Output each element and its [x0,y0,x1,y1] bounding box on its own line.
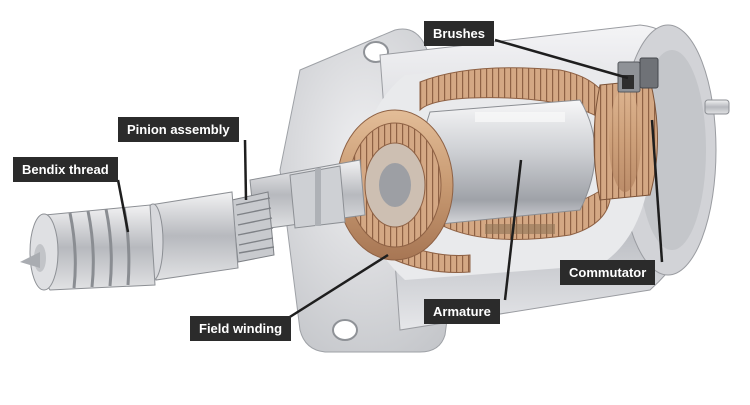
label-brushes: Brushes [424,21,495,46]
leader-commutator [650,119,664,263]
leader-armature [503,159,523,301]
leader-lines [116,38,664,322]
label-armature: Armature [424,299,500,324]
leader-pinion [243,139,248,201]
pinion-housing [142,191,239,281]
brush-holder [617,57,659,93]
bendix-drive [20,204,156,291]
leader-field [284,253,389,322]
pinion-gear [231,191,275,263]
commutator-drum [593,79,658,201]
label-bendix-thread: Bendix thread [13,157,118,182]
label-pinion-assembly: Pinion assembly [118,117,239,142]
leader-bendix [116,179,130,233]
armature-windings [336,109,454,261]
leader-brushes [494,38,629,80]
drive-shaft [249,159,366,231]
label-field-winding: Field winding [190,316,292,341]
label-commutator: Commutator [560,260,656,285]
